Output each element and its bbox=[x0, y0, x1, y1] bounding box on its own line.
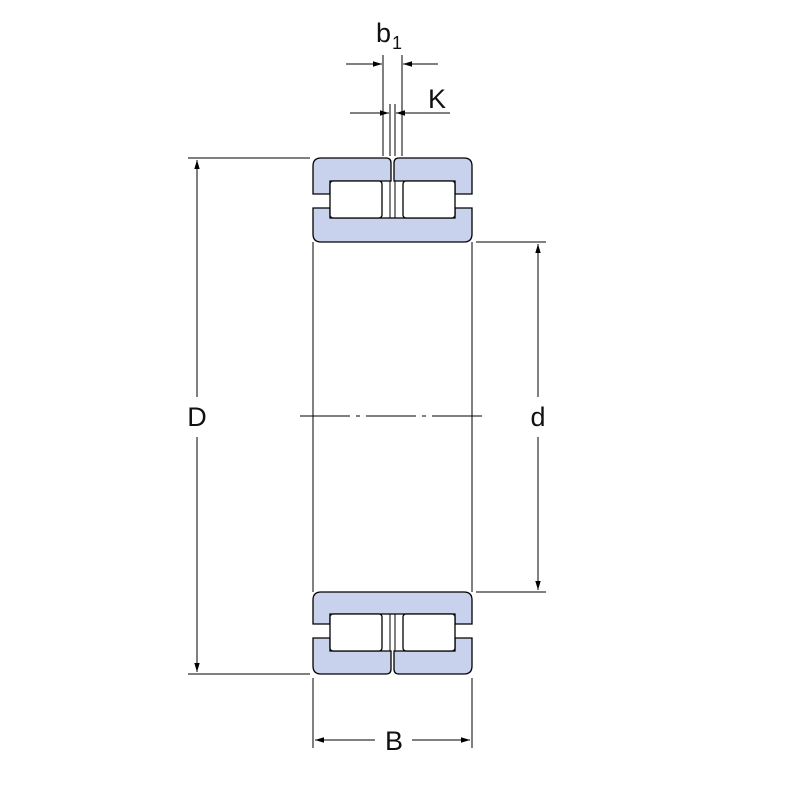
dimension-hole-diameter: K bbox=[350, 84, 450, 156]
roller-top-right bbox=[402, 180, 456, 219]
label-B: B bbox=[385, 726, 403, 756]
bottom-section bbox=[312, 591, 473, 675]
dimension-width: B bbox=[312, 678, 473, 756]
top-section bbox=[312, 157, 473, 243]
inner-ring-top bbox=[312, 207, 473, 243]
dimension-bore-diameter: d bbox=[476, 241, 546, 593]
dimension-outer-diameter: D bbox=[187, 157, 310, 675]
label-b1-subscript: 1 bbox=[392, 33, 402, 53]
outer-ring-left-top bbox=[312, 157, 392, 195]
label-K: K bbox=[428, 84, 446, 114]
outer-ring-right-bottom bbox=[393, 637, 473, 675]
roller-bottom-right bbox=[402, 613, 456, 652]
label-b1: b1 bbox=[376, 18, 402, 53]
inner-ring-bottom bbox=[312, 591, 473, 625]
dimension-groove-width: b1 bbox=[346, 18, 438, 156]
label-d: d bbox=[530, 402, 545, 432]
roller-bottom-left bbox=[329, 613, 383, 652]
label-b1-main: b bbox=[376, 18, 391, 48]
roller-top-left bbox=[329, 180, 383, 219]
label-D: D bbox=[187, 402, 207, 432]
outer-ring-left-bottom bbox=[312, 637, 392, 675]
